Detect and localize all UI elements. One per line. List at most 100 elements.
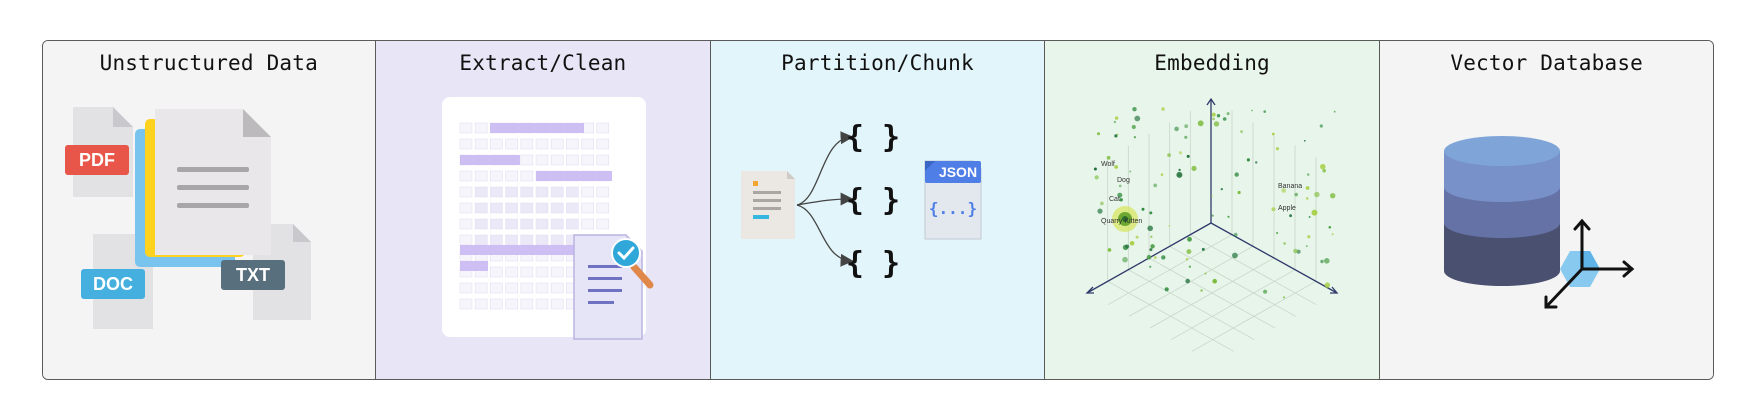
embedding-point — [1114, 165, 1118, 169]
embedding-point — [1183, 135, 1188, 139]
embedding-points — [1093, 107, 1336, 299]
embedding-point — [1185, 278, 1190, 284]
embedding-point — [1213, 121, 1219, 127]
embedding-point — [1129, 241, 1135, 246]
embedding-point — [1282, 296, 1285, 299]
embedding-point — [1184, 124, 1188, 129]
embedding-point — [1324, 282, 1330, 288]
embedding-point — [1148, 265, 1152, 268]
embedding-point — [1294, 192, 1298, 197]
stage-vector-database: Vector Database — [1380, 41, 1713, 379]
embedding-point — [1185, 258, 1188, 261]
embedding-point — [1333, 110, 1336, 113]
embedding-point — [1212, 278, 1217, 284]
embedding-point — [1135, 235, 1139, 239]
embedding-point — [1121, 256, 1128, 263]
embedding-point — [1319, 124, 1323, 128]
chunk-1-icon: { } — [846, 120, 900, 155]
embedding-point — [1263, 110, 1266, 113]
stage-title: Vector Database — [1450, 51, 1644, 75]
word-label-dog: Dog — [1117, 177, 1130, 184]
magnifier-check-icon — [610, 238, 654, 289]
embedding-point — [1211, 112, 1216, 117]
embedding-point — [1097, 208, 1103, 214]
table-highlights — [459, 123, 612, 271]
embedding-point — [1114, 116, 1119, 120]
embedding-point — [1320, 259, 1324, 264]
embedding-point — [1113, 120, 1116, 124]
txt-badge — [221, 260, 285, 290]
stage-extract-clean: Extract/Clean — [375, 41, 712, 379]
stage-partition-chunk: Partition/Chunk { } { — [711, 41, 1045, 379]
embedding-space-plot: Wolf Dog Cat Quarry Kitten Banana Apple — [1085, 97, 1339, 352]
doc-badge — [81, 269, 145, 299]
embedding-point — [1233, 232, 1238, 237]
doc-badge-label: DOC — [93, 274, 133, 294]
embedding-point — [1149, 211, 1153, 215]
chunk-2-icon: { } — [846, 183, 900, 218]
vector-axes-icon — [1544, 218, 1635, 309]
embedding-point — [1191, 165, 1197, 171]
embedding-point — [1168, 225, 1171, 227]
word-label-query: Quarry Kitten — [1101, 218, 1142, 225]
json-glyph: {...} — [929, 199, 977, 218]
embedding-point — [1094, 175, 1099, 180]
embedding-point — [1201, 247, 1205, 251]
embedding-point — [1220, 188, 1223, 191]
embedding-point — [1211, 117, 1215, 121]
pdf-badge-label: PDF — [79, 150, 115, 170]
embedding-point — [1153, 183, 1157, 188]
vector-db-illustration — [1444, 136, 1635, 309]
embedding-point — [1146, 254, 1152, 260]
embedding-point — [1292, 248, 1298, 254]
documents-illustration: PDF DOC TXT — [65, 107, 311, 329]
stage-embedding: Embedding Wolf Dog Cat Quarry Kit — [1044, 41, 1381, 379]
embedding-point — [1200, 289, 1203, 292]
split-arrows — [796, 131, 854, 267]
embedding-point — [1227, 215, 1230, 218]
embedding-point — [1119, 198, 1123, 202]
embedding-point — [1153, 256, 1157, 259]
main-document-icon — [155, 109, 271, 255]
embedding-point — [1161, 107, 1165, 111]
embedding-point — [1211, 214, 1214, 217]
pdf-badge — [65, 145, 129, 175]
embedding-point — [1204, 272, 1207, 275]
stage-unstructured-data: Unstructured Data — [43, 41, 376, 379]
embedding-point — [1186, 154, 1190, 158]
json-file-icon — [924, 160, 982, 240]
embedding-point — [1275, 147, 1279, 151]
embedding-point — [1331, 233, 1334, 236]
embedding-point — [1322, 168, 1326, 173]
word-label-cat: Cat — [1109, 196, 1120, 203]
embedding-point — [1282, 242, 1286, 245]
embedding-point — [1305, 197, 1309, 200]
embedding-point — [1210, 195, 1213, 197]
embedding-point — [1237, 190, 1241, 195]
query-highlight — [1111, 206, 1138, 232]
embedding-point — [1186, 236, 1192, 242]
stage-title: Embedding — [1154, 51, 1270, 75]
partition-illustration: { } { } { } JSON {...} — [741, 120, 982, 281]
embedding-point — [1096, 132, 1100, 136]
table-grid — [459, 122, 609, 310]
embedding-point — [1323, 258, 1330, 264]
embedding-point — [1281, 188, 1286, 193]
embedding-point — [1328, 226, 1331, 229]
embedding-point — [1178, 168, 1181, 172]
embedding-point — [1313, 191, 1320, 198]
embedding-point — [1188, 265, 1191, 268]
chunk-3-icon: { } — [846, 246, 900, 281]
stage-title: Extract/Clean — [459, 51, 627, 75]
embedding-point — [1254, 161, 1258, 164]
embedding-point — [1114, 134, 1118, 138]
embedding-point — [1150, 244, 1155, 249]
embedding-point — [1197, 120, 1204, 127]
embedding-point — [1176, 171, 1183, 178]
embedding-point — [1131, 124, 1136, 130]
embedding-point — [1271, 207, 1276, 212]
embedding-point — [1329, 193, 1336, 199]
embedding-point — [1216, 114, 1220, 118]
embedding-point — [1222, 117, 1227, 121]
embedding-point — [1106, 155, 1111, 160]
